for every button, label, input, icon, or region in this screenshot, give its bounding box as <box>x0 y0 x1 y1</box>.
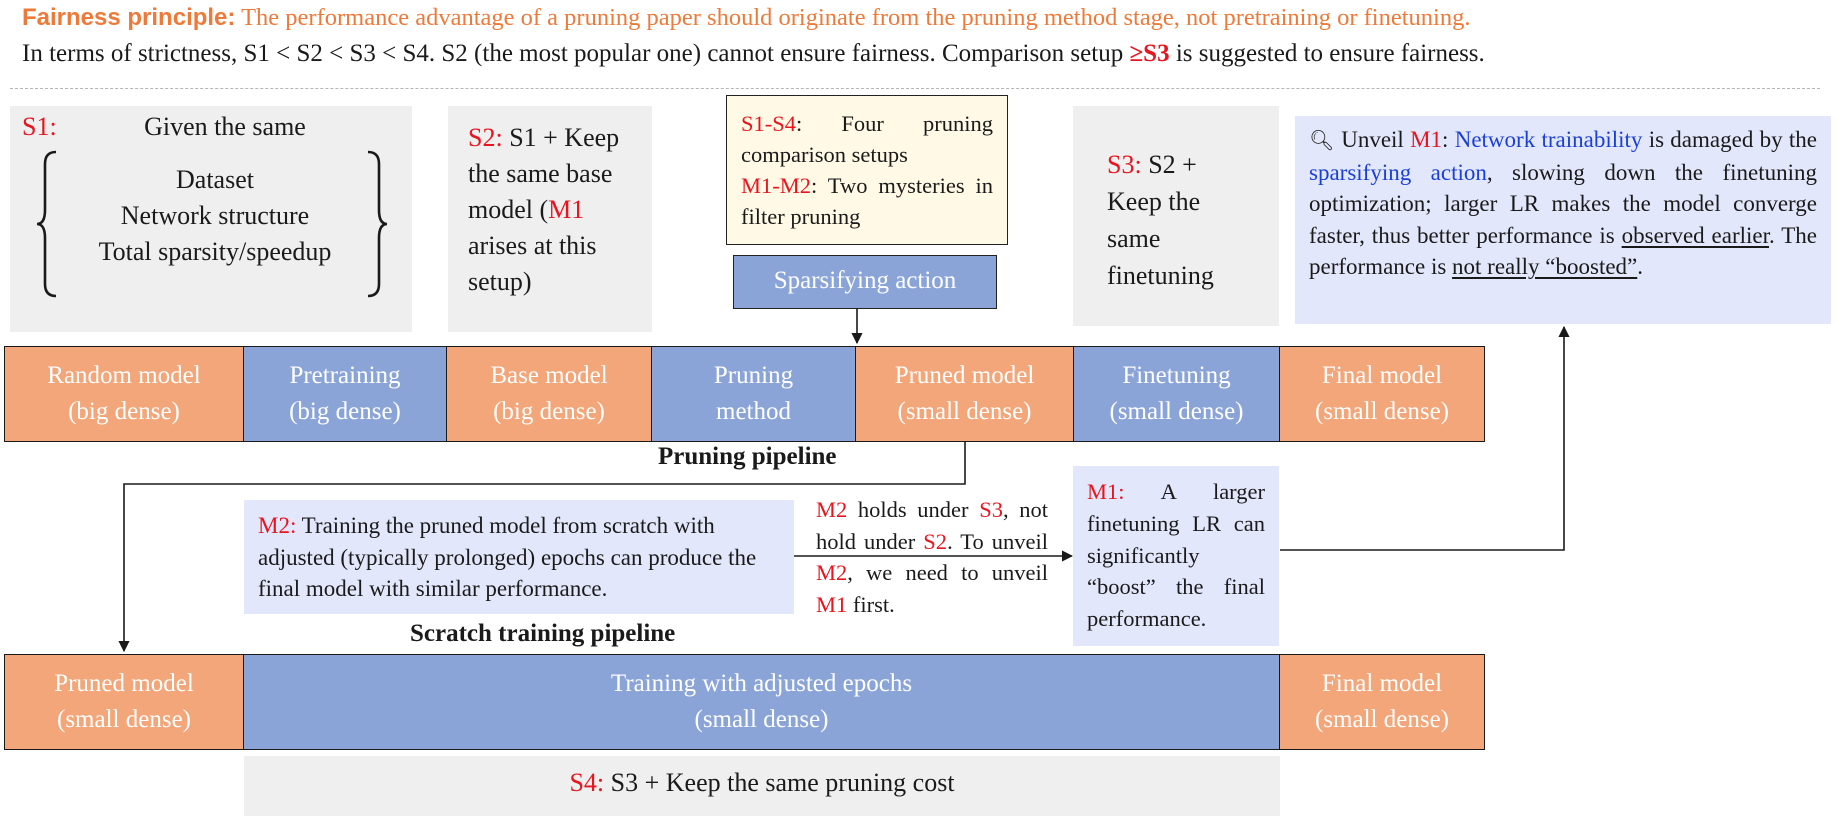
not-boosted-term: not really “boosted” <box>1452 254 1638 280</box>
stage-title: Final model <box>1321 362 1443 389</box>
s3-ref: S3 <box>979 497 1003 522</box>
legend-m-tag: M1-M2 <box>741 173 812 198</box>
m1-ref: M1 <box>816 591 848 617</box>
m2-note-text: Training the pruned model from scratch w… <box>258 513 757 601</box>
m1-note-box: M1: A larger finetuning LR can significa… <box>1073 466 1279 646</box>
s1-given-label: Given the same <box>144 112 306 141</box>
pruning-pipeline-label: Pruning pipeline <box>658 443 837 470</box>
m2-conditions-text: , we need to unveil <box>847 560 1048 586</box>
stage-title: Final model <box>1321 670 1443 697</box>
stage-subtitle: (small dense) <box>897 398 1032 425</box>
header-divider <box>10 88 1820 89</box>
stage-subtitle: method <box>716 398 791 425</box>
stage-subtitle: (small dense) <box>57 706 191 733</box>
stage-title: Pruned model <box>54 670 194 697</box>
m2-conditions-text: . To unveil <box>947 528 1048 554</box>
strictness-statement: In terms of strictness, S1 < S2 < S3 < S… <box>22 40 1485 68</box>
stage-subtitle: (big dense) <box>68 398 180 425</box>
stage-pretraining: Pretraining (big dense) <box>243 346 447 442</box>
stage-scratch-pruned-model: Pruned model (small dense) <box>4 654 244 750</box>
fairness-principle: Fairness principle: The performance adva… <box>22 4 1470 32</box>
m2-conditions-note: M2 holds under S3, not hold under S2. To… <box>816 494 1048 620</box>
m2-note-box: M2: Training the pruned model from scrat… <box>244 500 794 614</box>
s1-condition-item: Dataset <box>176 165 254 194</box>
s1-condition-list: Dataset Network structure Total sparsity… <box>62 162 368 270</box>
m1-unveil-text: Unveil <box>1334 127 1411 152</box>
right-brace-icon <box>367 150 388 298</box>
m1-unveil-text: . The performance is <box>1309 222 1818 280</box>
strictness-tail: is suggested to ensure fairness. <box>1169 40 1485 67</box>
stage-title: Random model <box>47 362 201 389</box>
stage-base-model: Base model (big dense) <box>446 346 652 442</box>
stage-subtitle: (small dense) <box>1315 398 1449 425</box>
stage-title: Training with adjusted epochs <box>610 670 913 697</box>
s2-text-b: arises at this setup) <box>468 231 597 296</box>
stage-final-model: Final model (small dense) <box>1279 346 1485 442</box>
s2-ref: S2 <box>923 528 948 554</box>
sparsifying-action-box: Sparsifying action <box>733 255 997 309</box>
stage-scratch-final-model: Final model (small dense) <box>1279 654 1485 750</box>
m2-ref: M2 <box>816 560 848 586</box>
stage-training-adjusted-epochs: Training with adjusted epochs (small dens… <box>243 654 1280 750</box>
strictness-text: In terms of strictness, S1 < S2 < S3 < S… <box>22 40 1130 67</box>
stage-subtitle: (small dense) <box>1315 706 1449 733</box>
m2-conditions-text: first. <box>847 591 895 617</box>
legend-box: S1-S4: Four pruning comparison setups M1… <box>726 95 1008 245</box>
legend-m-text: : Two mysteries in filter pruning <box>741 173 993 229</box>
strictness-emphasis: ≥S3 <box>1129 40 1170 67</box>
stage-title: Pruning <box>713 362 794 389</box>
s2-setup-box: S2: S1 + Keep the same base model (M1 ar… <box>448 106 652 332</box>
stage-finetuning: Finetuning (small dense) <box>1073 346 1280 442</box>
s1-setup-box <box>10 106 412 332</box>
left-brace-icon <box>36 150 57 298</box>
stage-title: Pretraining <box>289 362 401 389</box>
stage-subtitle: (small dense) <box>1109 398 1244 425</box>
s2-tag: S2: <box>468 123 503 152</box>
observed-earlier-term: observed earlier <box>1621 222 1770 248</box>
s1-condition-item: Network structure <box>120 201 310 230</box>
stage-title: Pruned model <box>894 362 1035 389</box>
stage-subtitle: (big dense) <box>493 398 605 425</box>
s3-setup-box: S3: S2 + Keep the same finetuning <box>1073 106 1279 326</box>
stage-pruning-method: Pruning method <box>651 346 856 442</box>
m1-note-text: A larger finetuning LR can significantly… <box>1087 479 1265 632</box>
m2-ref: M2 <box>816 497 848 522</box>
stage-random-model: Random model (big dense) <box>4 346 244 442</box>
network-trainability-term: Network trainability <box>1454 127 1643 152</box>
m1-unveil-box: 🔍︎ Unveil M1: Network trainability is da… <box>1295 116 1831 324</box>
fairness-principle-text: The performance advantage of a pruning p… <box>235 4 1471 31</box>
m1-unveil-text: . <box>1637 254 1644 280</box>
stage-title: Finetuning <box>1122 362 1231 389</box>
legend-s-text: : Four pruning comparison setups <box>741 111 993 167</box>
s2-text-a: S1 + Keep the same base model ( <box>468 123 620 224</box>
stage-subtitle: (small dense) <box>694 706 829 733</box>
m1-unveil-m1-ref: M1 <box>1410 127 1443 152</box>
m2-tag: M2: <box>258 513 297 538</box>
m2-conditions-text: holds under <box>847 497 980 522</box>
s2-m1-ref: M1 <box>548 195 585 224</box>
magnifier-icon: 🔍︎ <box>1309 128 1335 152</box>
s4-setup-box: S4: S3 + Keep the same pruning cost <box>244 756 1280 816</box>
s1-tag: S1: <box>22 112 57 141</box>
scratch-pipeline-label: Scratch training pipeline <box>410 620 676 647</box>
fairness-principle-lead: Fairness principle: <box>22 4 236 31</box>
s4-text: S3 + Keep the same pruning cost <box>604 768 955 797</box>
m1-unveil-text: : <box>1442 127 1455 152</box>
m1-unveil-text: , slowing down the finetuning optimizati… <box>1309 159 1817 248</box>
s1-condition-item: Total sparsity/speedup <box>98 237 332 266</box>
m1-tag: M1: <box>1087 479 1125 504</box>
s4-tag: S4: <box>569 768 605 797</box>
s3-tag: S3: <box>1107 150 1142 179</box>
stage-pruned-model: Pruned model (small dense) <box>855 346 1074 442</box>
s3-text: S2 + Keep the same finetuning <box>1107 150 1214 290</box>
stage-subtitle: (big dense) <box>289 398 401 425</box>
m1-unveil-text: is damaged by the <box>1642 127 1817 152</box>
legend-s-tag: S1-S4 <box>741 111 797 136</box>
sparsifying-action-term: sparsifying action <box>1309 159 1487 185</box>
stage-title: Base model <box>490 362 608 389</box>
